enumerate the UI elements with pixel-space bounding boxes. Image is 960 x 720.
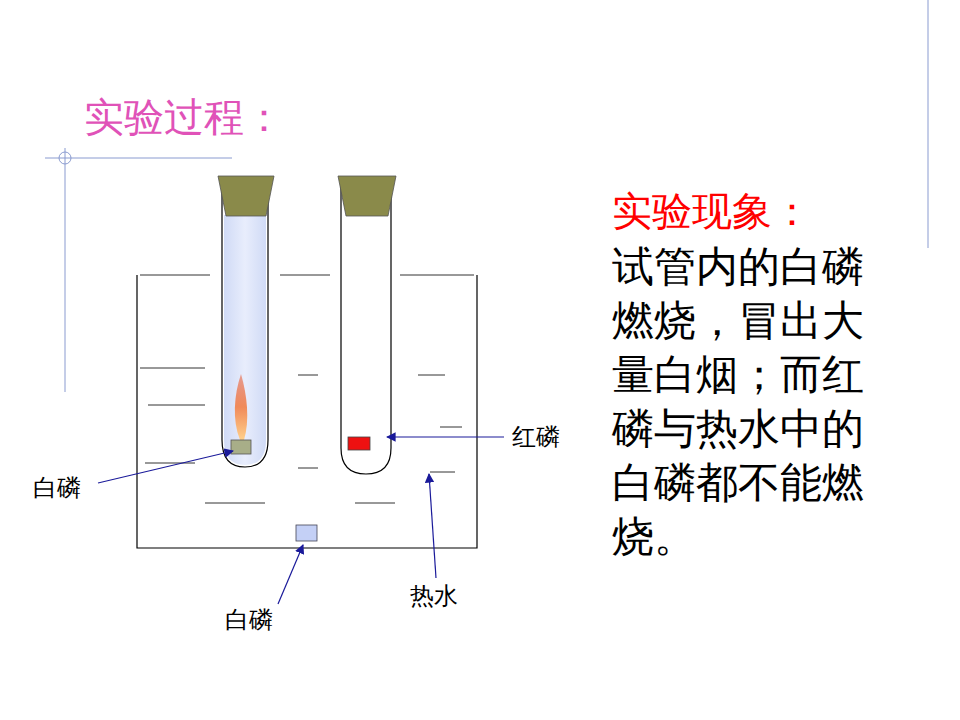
beaker (137, 275, 477, 548)
part-label: 红磷 (512, 421, 560, 453)
slide-title: 实验过程： (84, 90, 284, 145)
red-phosphorus (348, 437, 370, 450)
part-label: 白磷 (33, 472, 81, 504)
leader-lines (98, 437, 504, 604)
water-surface (140, 275, 474, 503)
test-tube-right (338, 176, 396, 474)
observation-text: 试管内的白磷燃烧，冒出大量白烟；而红磷与热水中的白磷都不能燃烧。 (612, 240, 888, 564)
observation-heading: 实验现象： (612, 184, 812, 239)
part-label: 白磷 (225, 604, 273, 636)
part-label: 热水 (410, 580, 458, 612)
test-tube-left (218, 176, 274, 467)
white-phosphorus-water (296, 525, 317, 541)
